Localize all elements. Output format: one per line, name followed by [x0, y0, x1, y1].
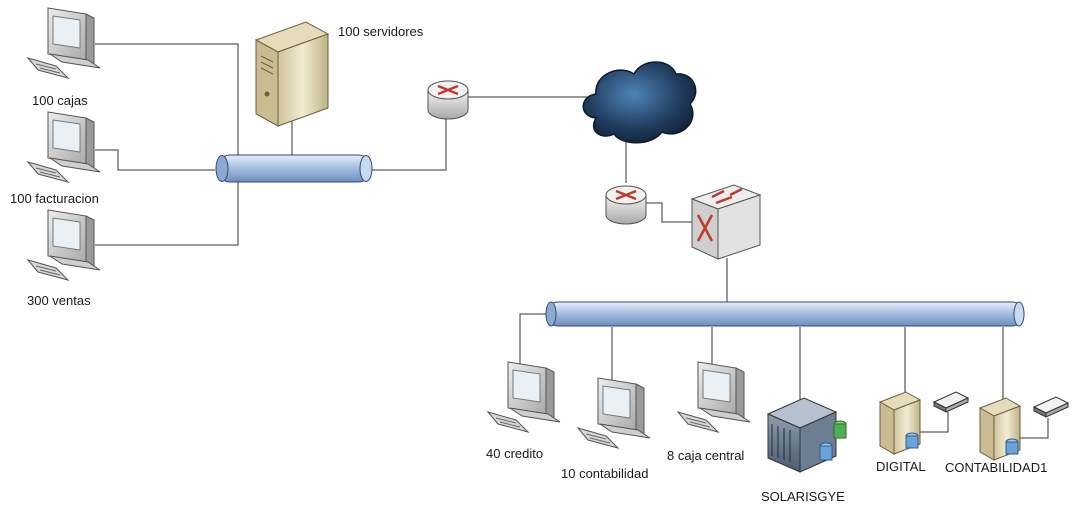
desktop-pc-icon: [576, 377, 651, 449]
label-pc-contabilidad: 10 contabilidad: [561, 466, 649, 481]
rack-server-icon: [766, 397, 847, 473]
tower-server-icon: [254, 21, 330, 127]
desktop-pc-icon: [26, 209, 101, 281]
tape-drive-icon: [932, 391, 970, 413]
desktop-pc-icon: [676, 361, 751, 433]
link-bus-router1: [371, 117, 447, 171]
link-credito: [519, 313, 548, 370]
router-icon: [427, 80, 469, 120]
cloud-icon: [582, 61, 697, 144]
label-server-solaris: SOLARISGYE: [761, 489, 845, 504]
tower-server-icon: [878, 391, 922, 455]
layer3-switch-icon: [690, 184, 762, 260]
link-router2-switch: [645, 202, 694, 223]
label-pc-cajas: 100 cajas: [32, 93, 88, 108]
link-digital: [904, 327, 949, 433]
label-pc-credito: 40 credito: [486, 446, 544, 461]
router-icon: [605, 185, 647, 225]
bus-segment-icon: [215, 154, 373, 183]
label-server-hq: 100 servidores: [338, 24, 424, 39]
link-facturacion: [95, 149, 215, 171]
label-server-digital: DIGITAL: [876, 459, 926, 474]
label-pc-caja-central: 8 caja central: [667, 448, 745, 463]
label-pc-facturacion: 100 facturacion: [10, 191, 99, 206]
tower-server-icon: [978, 397, 1022, 461]
link-ventas: [95, 182, 239, 246]
bus-segment-icon: [545, 301, 1025, 327]
label-server-contabilidad1: CONTABILIDAD1: [945, 460, 1048, 475]
desktop-pc-icon: [486, 361, 561, 433]
tape-drive-icon: [1032, 396, 1070, 418]
link-contabilidad1: [1002, 327, 1049, 439]
link-cajas: [95, 43, 239, 160]
desktop-pc-icon: [26, 111, 101, 183]
connection-lines: [95, 43, 1049, 439]
desktop-pc-icon: [26, 7, 101, 79]
label-pc-ventas: 300 ventas: [27, 293, 91, 308]
